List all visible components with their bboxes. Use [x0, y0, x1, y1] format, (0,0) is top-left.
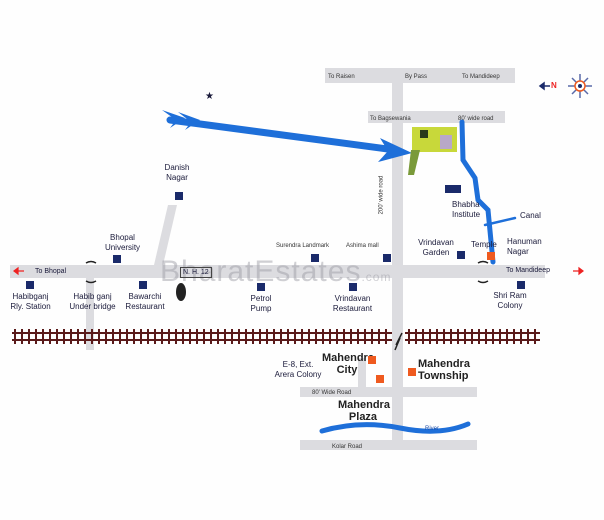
habibganj-bridge-label: Habib ganj Under bridge: [69, 292, 116, 311]
canal-80ft: [459, 119, 496, 265]
underbridge-marks: [85, 260, 489, 284]
vrindavan-garden-label: Vrindavan Garden: [418, 238, 454, 257]
vrindavan-garden-marker: [457, 251, 465, 259]
ashima-marker: [383, 254, 391, 262]
temple-label: Temple: [471, 240, 497, 249]
surendra-marker: [311, 254, 319, 262]
bhopal-arrow-icon: [13, 266, 24, 276]
petrol-pump-marker: [257, 283, 265, 291]
shri-ram-label: Shri Ram Colony: [493, 291, 527, 310]
mahendra-plaza-label: Mahendra Plaza: [338, 399, 390, 423]
to-raisen-label: To Raisen: [328, 74, 355, 80]
bhabha-marker: [445, 185, 461, 193]
location-arrow-shaft: [166, 116, 399, 154]
mahendra-township-marker: [408, 368, 416, 376]
to-mandideep-top-label: To Mandideep: [462, 74, 500, 80]
nh12-label: N. H. 12: [180, 267, 212, 278]
bhabha-label: Bhabha Institute: [452, 200, 481, 219]
mahendra-road: [358, 358, 366, 388]
river: [319, 421, 471, 434]
danish-nagar-label: Danish Nagar: [164, 163, 190, 182]
compass-label: N: [551, 81, 557, 90]
habibganj-road: [86, 278, 94, 350]
watermark: BharatEstates.com: [160, 255, 392, 288]
danish-nagar-road: [154, 205, 177, 265]
compass-icon: [568, 74, 592, 98]
mahendra-township-label: Mahendra Township: [418, 358, 470, 382]
petrol-pump-label: Petrol Pump: [250, 294, 272, 313]
bhopal-university-label: Bhopal University: [104, 233, 141, 252]
mahendra-city-marker-2: [376, 375, 384, 383]
temple-marker: [487, 252, 495, 260]
lake-icon: [176, 283, 186, 301]
mandideep-arrow-icon: [573, 266, 584, 276]
bawarchi-marker: [139, 281, 147, 289]
road-80ft-top-label: 80' wide road: [458, 116, 494, 122]
location-arrow-heads: [162, 110, 412, 162]
north-arrow-icon: [538, 81, 550, 91]
road-200ft-label: 200' wide road: [378, 175, 385, 215]
nh12-road: [10, 265, 545, 278]
danish-nagar-marker: [175, 192, 183, 200]
ashima-label: Ashima mall: [346, 243, 379, 249]
mahendra-city-marker: [368, 356, 376, 364]
habibganj-station-marker: [26, 281, 34, 289]
road-80ft-bottom-label: 80' Wide Road: [312, 390, 352, 396]
shri-ram-marker: [517, 281, 525, 289]
vrindavan-restaurant-label: Vrindavan Restaurant: [332, 294, 373, 313]
to-bagsewania-label: To Bagsewania: [370, 116, 411, 122]
bhopal-university-marker: [113, 255, 121, 263]
road-80ft-bottom: [300, 387, 477, 397]
bypass-road: [325, 68, 515, 83]
river-label: River: [425, 426, 440, 432]
hanuman-nagar-label: Hanuman Nagar: [507, 237, 542, 256]
railway: [12, 329, 540, 351]
canal-branch: [483, 216, 517, 227]
kolar-road-label: Kolar Road: [332, 444, 363, 450]
to-bhopal-label: To Bhopal: [35, 268, 67, 275]
bawarchi-label: Bawarchi Restaurant: [125, 292, 165, 311]
bagsewania-road: [368, 111, 505, 123]
vrindavan-restaurant-marker: [349, 283, 357, 291]
road-200ft: [392, 68, 403, 440]
project-site: [408, 127, 457, 175]
mahendra-city-label: Mahendra City: [322, 352, 374, 376]
bypass-label: By Pass: [405, 74, 428, 80]
to-mandideep-label: To Mandideep: [506, 267, 550, 274]
habibganj-station-label: Habibganj Rly. Station: [10, 292, 51, 311]
canal-label: Canal: [520, 211, 541, 220]
e8-label: E-8, Ext. Arera Colony: [274, 360, 322, 379]
star-marker: ★: [205, 91, 214, 102]
surendra-label: Surendra Landmark: [276, 243, 330, 249]
kolar-road: [300, 440, 477, 450]
